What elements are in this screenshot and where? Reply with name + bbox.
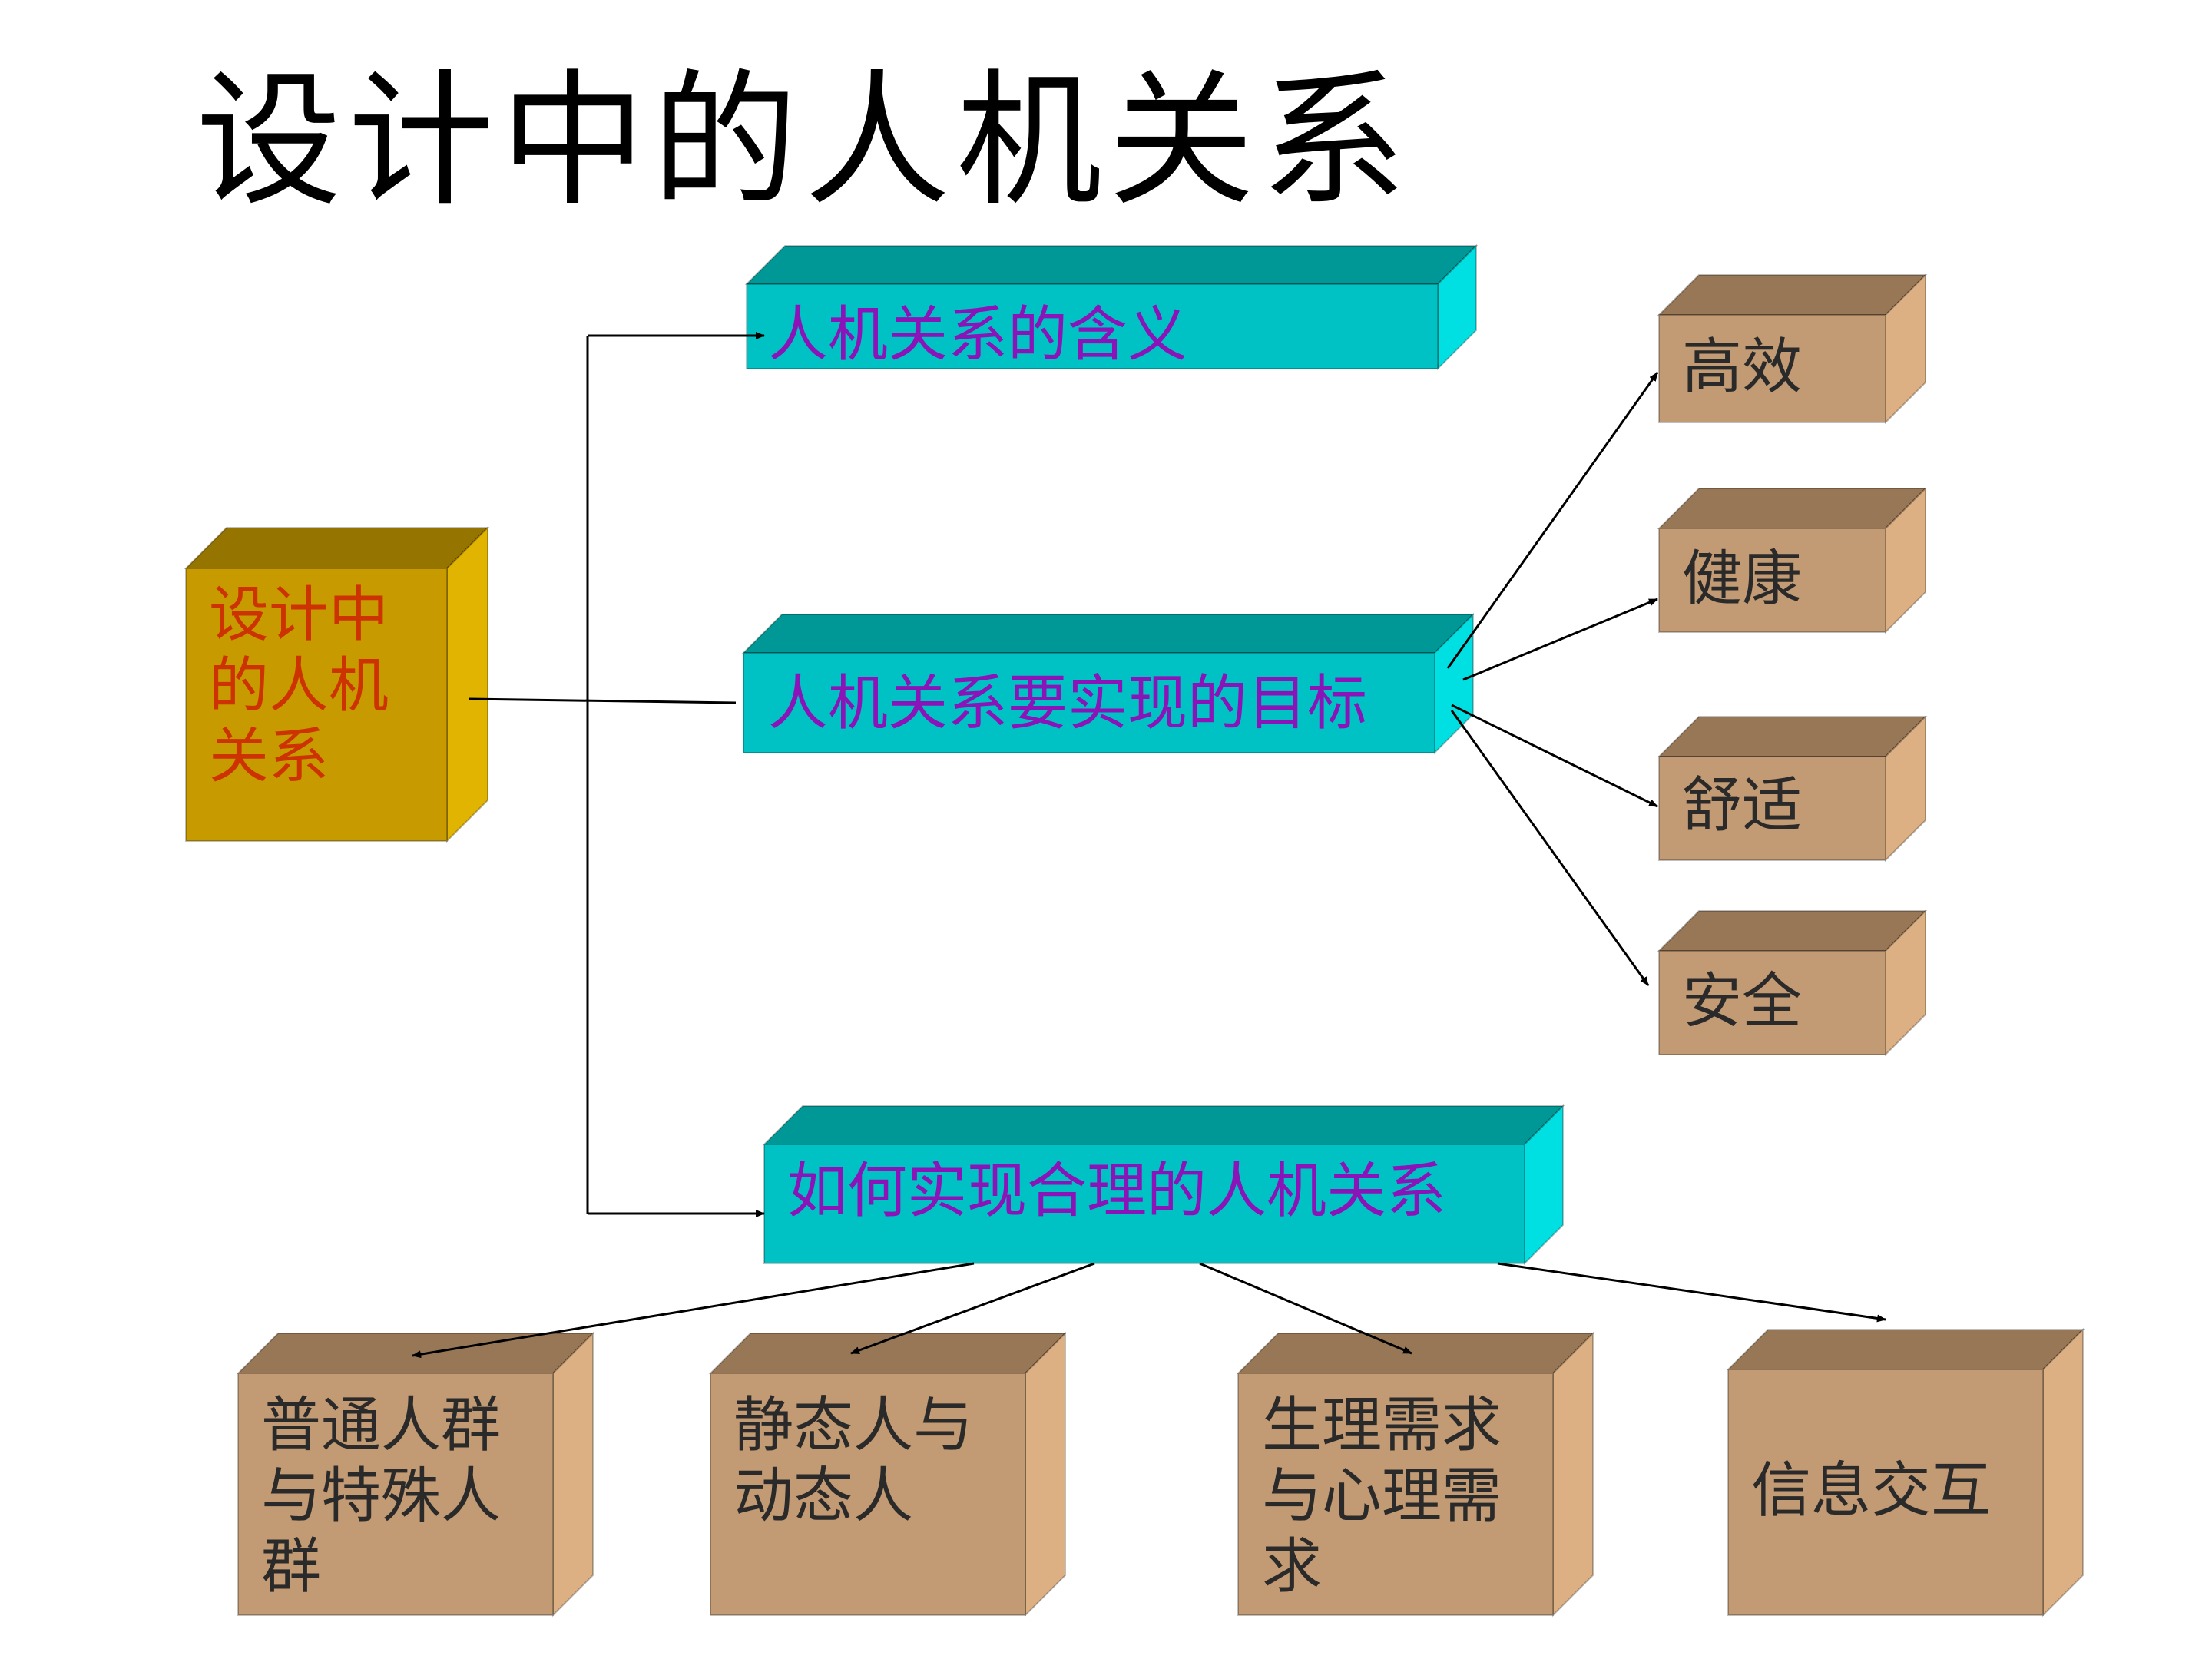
connector-goal-efficient	[1446, 372, 1659, 669]
section-meaning-box	[744, 243, 1479, 371]
section-methods-label: 如何实现合理的人机关系	[787, 1157, 1447, 1226]
section-meaning-label: 人机关系的含义	[768, 300, 1188, 369]
section-methods-box	[762, 1104, 1565, 1266]
root-node-box	[184, 525, 490, 843]
connector-method-population	[412, 1262, 975, 1359]
method-static-dynamic-label: 静态人与 动态人	[733, 1391, 974, 1532]
section-goals-label: 人机关系要实现的目标	[768, 669, 1368, 738]
connector-method-info	[1497, 1262, 1886, 1323]
method-static-dynamic-box	[708, 1331, 1068, 1618]
method-info-exchange-box	[1726, 1327, 2085, 1618]
section-goals-box	[741, 612, 1475, 755]
method-population-box	[236, 1331, 595, 1618]
connector-method-static	[850, 1262, 1095, 1355]
root-node-label: 设计中 的人机 关系	[209, 581, 389, 792]
goal-health-box	[1657, 486, 1928, 634]
method-info-exchange-label: 信息交互	[1751, 1456, 1992, 1525]
method-population-label: 普通人群 与特殊人 群	[261, 1391, 502, 1602]
connector-method-needs	[1199, 1262, 1412, 1355]
connector-goal-health	[1462, 598, 1658, 681]
goal-comfort-label: 舒适	[1682, 771, 1803, 840]
goal-safety-box	[1657, 909, 1928, 1057]
method-needs-label: 生理需求 与心理需 求	[1262, 1391, 1502, 1602]
method-needs-box	[1236, 1331, 1595, 1618]
connector-root-to-goals	[468, 697, 737, 704]
goal-efficient-label: 高效	[1682, 333, 1803, 402]
goal-efficient-box	[1657, 273, 1928, 425]
goal-health-label: 健康	[1682, 545, 1803, 614]
slide-title: 设计中的人机关系	[196, 56, 1413, 226]
connector-goal-safety	[1450, 710, 1650, 986]
connector-goal-comfort	[1451, 704, 1658, 808]
goal-comfort-box	[1657, 714, 1928, 863]
goal-safety-label: 安全	[1682, 967, 1803, 1036]
